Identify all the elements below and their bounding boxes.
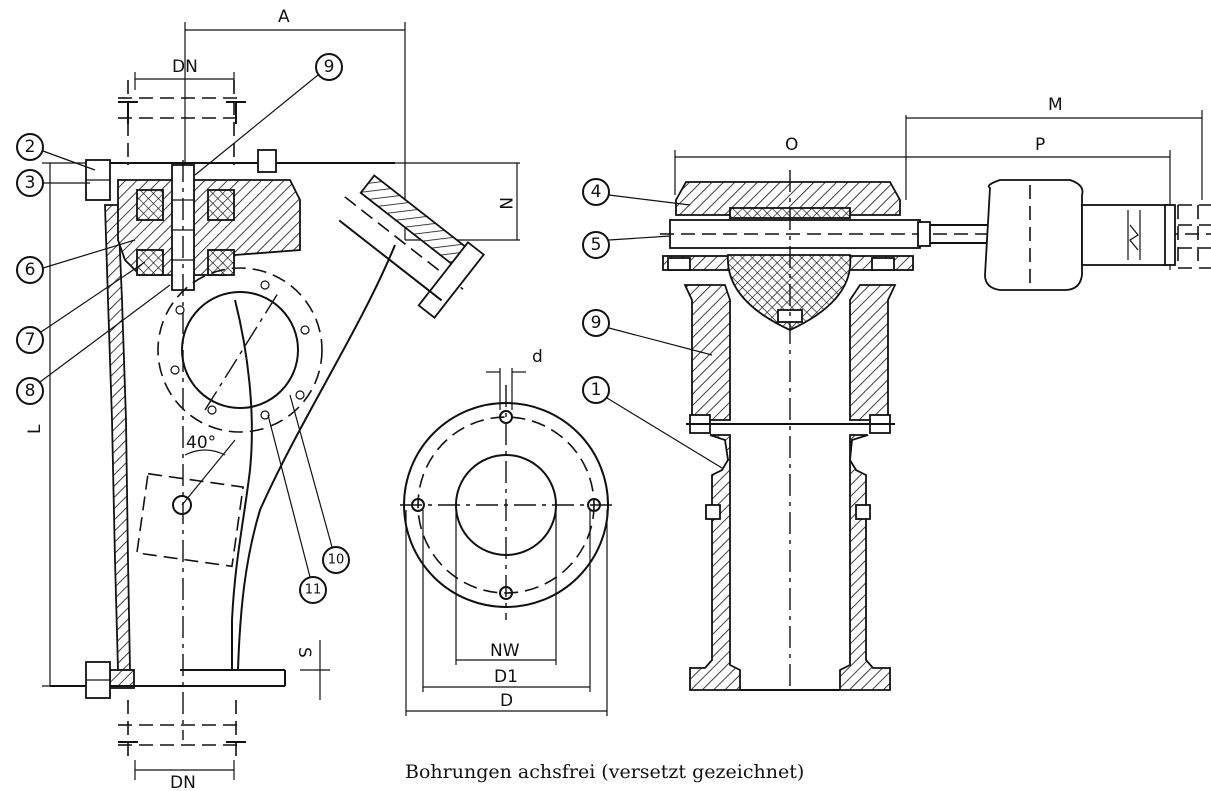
callout-11-text: 11 [305,583,322,598]
label-m: M [1048,95,1063,115]
callout-9-right-text: 9 [591,313,602,333]
label-nw: NW [490,641,520,661]
flange-view: d NW D1 D [400,347,612,716]
callout-10: 10 [289,394,350,574]
label-a: A [278,7,290,27]
label-dn-bottom: DN [170,773,196,791]
label-angle: 40° [186,433,216,453]
callout-6-text: 6 [25,260,36,280]
label-o: O [785,135,798,155]
label-n: N [495,197,515,210]
callout-5: 5 [582,231,671,259]
callout-11: 11 [267,414,327,604]
callout-8: 8 [16,284,171,405]
label-s: S [294,647,314,658]
callout-4-text: 4 [591,182,602,202]
callout-7-text: 7 [25,330,36,350]
dimension-s: S [294,640,330,700]
callout-1-text: 1 [591,380,602,400]
callout-2-text: 2 [25,137,36,157]
callout-3: 3 [16,169,90,197]
label-p: P [1035,135,1045,155]
label-d-big: D [500,691,513,711]
hydrant-housing [50,149,485,760]
callout-4: 4 [582,178,691,206]
callout-6: 6 [16,239,136,284]
dimension-l: L [25,162,86,687]
label-l: L [25,424,45,434]
top-pipe-stub [118,80,246,165]
callout-1: 1 [582,376,723,469]
label-d1: D1 [494,667,518,687]
callout-9-right: 9 [582,309,713,356]
left-view: DN A N [16,7,520,791]
caption: Bohrungen achsfrei (versetzt gezeichnet) [405,761,804,783]
label-d-small: d [532,347,543,367]
dimension-dn-bottom: DN [134,760,235,791]
callout-8-text: 8 [25,381,36,401]
callout-5-text: 5 [591,235,602,255]
callout-10-text: 10 [328,553,345,568]
callout-9-left: 9 [194,53,343,176]
callout-2: 2 [16,133,96,171]
right-view: O P M [582,95,1211,691]
callout-3-text: 3 [25,173,36,193]
callout-7: 7 [16,261,146,354]
callout-9-left-text: 9 [324,57,335,77]
